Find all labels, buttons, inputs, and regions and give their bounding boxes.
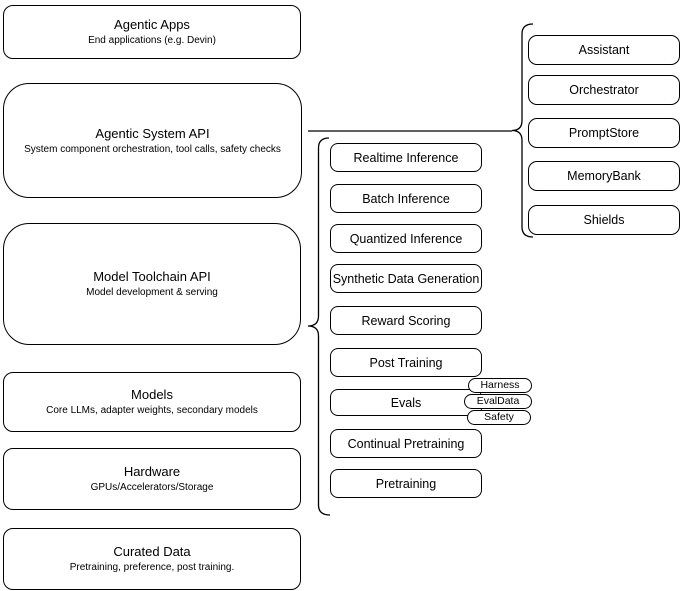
box-agentic-apps: Agentic Apps End applications (e.g. Devi…	[3, 5, 301, 59]
node-quantized-inference: Quantized Inference	[330, 224, 482, 253]
box-title: Models	[131, 387, 173, 402]
node-pretraining: Pretraining	[330, 469, 482, 498]
node-shields: Shields	[528, 205, 680, 235]
node-reward-scoring: Reward Scoring	[330, 306, 482, 335]
box-subtitle: Model development & serving	[86, 287, 218, 298]
node-realtime-inference: Realtime Inference	[330, 143, 482, 172]
box-subtitle: End applications (e.g. Devin)	[88, 35, 216, 46]
box-title: Hardware	[123, 464, 181, 479]
box-model-toolchain-api: Model Toolchain API Model development & …	[3, 223, 301, 345]
box-hardware: Hardware GPUs/Accelerators/Storage	[3, 448, 301, 510]
node-orchestrator: Orchestrator	[528, 75, 680, 105]
box-curated-data: Curated Data Pretraining, preference, po…	[3, 528, 301, 590]
pill-safety: Safety	[467, 410, 531, 425]
node-promptstore: PromptStore	[528, 118, 680, 148]
box-title: Agentic System API	[95, 125, 210, 141]
box-title: Model Toolchain API	[93, 269, 211, 284]
pill-harness: Harness	[468, 378, 532, 393]
node-assistant: Assistant	[528, 35, 680, 65]
node-post-training: Post Training	[330, 348, 482, 377]
node-batch-inference: Batch Inference	[330, 184, 482, 213]
pill-evaldata: EvalData	[464, 394, 532, 409]
node-continual-pretraining: Continual Pretraining	[330, 429, 482, 458]
box-subtitle: Core LLMs, adapter weights, secondary mo…	[46, 405, 258, 416]
node-evals: Evals	[330, 389, 482, 416]
box-agentic-system-api: Agentic System API System component orch…	[3, 83, 302, 198]
box-subtitle: System component orchestration, tool cal…	[24, 143, 281, 155]
box-subtitle: Pretraining, preference, post training.	[69, 562, 235, 573]
node-synthetic-data-generation: Synthetic Data Generation	[330, 264, 482, 293]
box-models: Models Core LLMs, adapter weights, secon…	[3, 372, 301, 432]
box-title: Curated Data	[113, 544, 191, 559]
box-title: Agentic Apps	[114, 17, 190, 32]
box-subtitle: GPUs/Accelerators/Storage	[90, 482, 214, 493]
node-memorybank: MemoryBank	[528, 161, 680, 191]
toolchain-brace	[307, 137, 331, 516]
